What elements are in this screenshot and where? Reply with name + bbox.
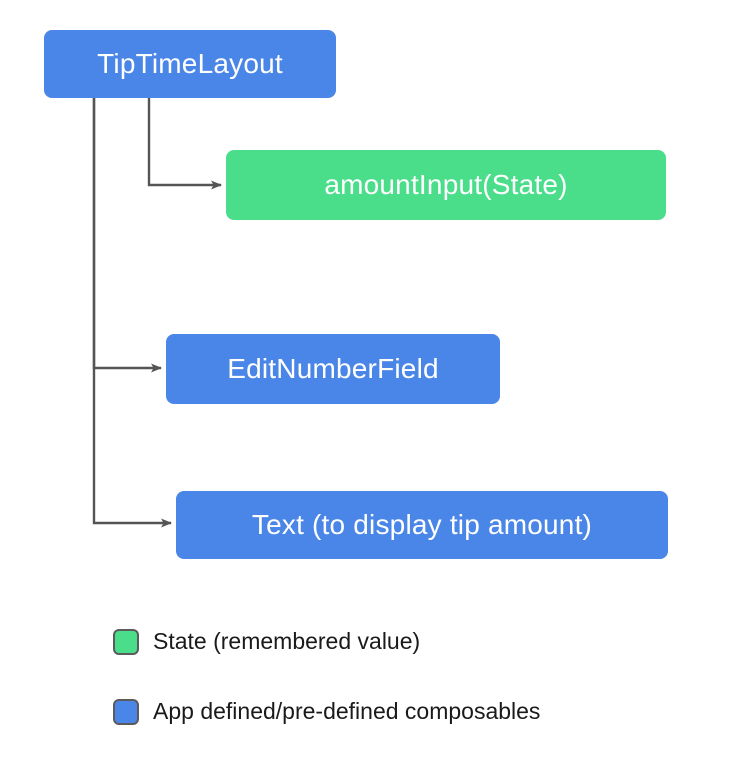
legend-item-state-label: State (remembered value): [153, 628, 421, 654]
node-tiptimelayout-label: TipTimeLayout: [97, 47, 283, 79]
legend-swatch-composables-icon: [113, 698, 139, 725]
legend-item-composables: App defined/pre-defined composables: [113, 698, 540, 725]
legend-swatch-state-icon: [113, 628, 139, 655]
edge-root-to-edit: [92, 98, 162, 373]
legend-item-composables-label: App defined/pre-defined composables: [153, 698, 541, 724]
node-amountinput-state[interactable]: amountInput(State): [226, 150, 666, 220]
node-amountinput-state-label: amountInput(State): [324, 168, 568, 200]
node-text-tip-amount[interactable]: Text (to display tip amount): [176, 491, 668, 559]
node-editnumberfield[interactable]: EditNumberField: [166, 334, 500, 404]
node-tiptimelayout[interactable]: TipTimeLayout: [44, 30, 336, 98]
legend-item-state: State (remembered value): [113, 628, 420, 655]
edge-root-to-text: [92, 98, 172, 528]
edge-root-to-state: [147, 98, 222, 190]
node-text-tip-amount-label: Text (to display tip amount): [251, 508, 593, 540]
node-editnumberfield-label: EditNumberField: [227, 352, 439, 384]
